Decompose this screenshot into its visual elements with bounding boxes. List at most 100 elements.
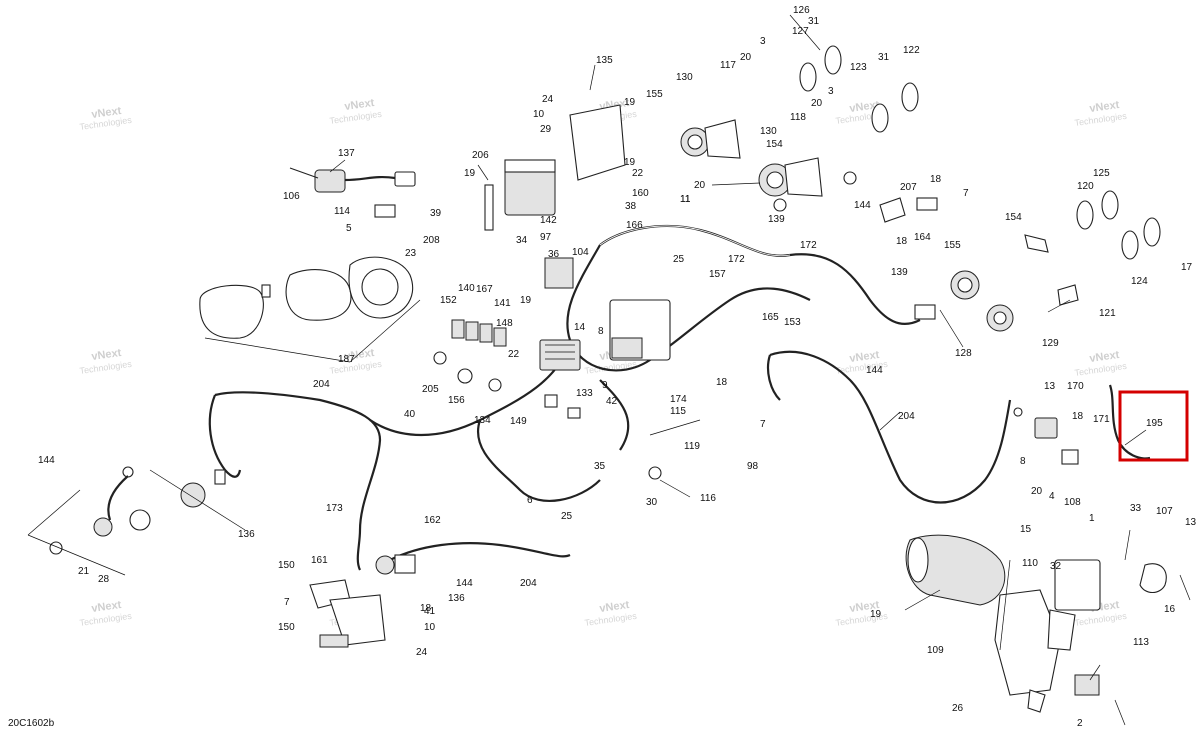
callout-150: 150 <box>278 622 295 633</box>
callout-166: 166 <box>626 220 643 231</box>
callout-140: 140 <box>458 283 475 294</box>
svg-text:vNext: vNext <box>849 349 881 365</box>
callout-115: 115 <box>670 406 686 417</box>
callout-109: 109 <box>927 645 944 656</box>
callout-114: 114 <box>334 206 350 217</box>
callout-7: 7 <box>963 188 969 199</box>
callout-137: 137 <box>338 148 355 159</box>
callout-107: 107 <box>1156 506 1173 517</box>
callout-19: 19 <box>464 168 476 179</box>
callout-31: 31 <box>808 16 820 27</box>
callout-19: 19 <box>624 97 636 108</box>
callout-171: 171 <box>1093 414 1110 425</box>
callout-19: 19 <box>624 157 636 168</box>
callout-22: 22 <box>632 168 644 179</box>
svg-text:vNext: vNext <box>344 97 376 113</box>
svg-text:vNext: vNext <box>1089 99 1121 115</box>
svg-text:Technologies: Technologies <box>79 611 133 628</box>
callout-42: 42 <box>606 396 618 407</box>
callout-142: 142 <box>540 215 557 226</box>
callout-26: 26 <box>952 703 964 714</box>
highlight-box <box>1118 390 1189 462</box>
callout-123: 123 <box>850 62 867 73</box>
callout-9: 9 <box>602 380 608 391</box>
callout-204: 204 <box>520 578 537 589</box>
callout-13: 13 <box>1185 517 1197 528</box>
callout-118: 118 <box>790 112 806 123</box>
callout-153: 153 <box>784 317 801 328</box>
callout-162: 162 <box>424 515 441 526</box>
callout-172: 172 <box>728 254 745 265</box>
callout-3: 3 <box>828 86 834 97</box>
callout-23: 23 <box>405 248 417 259</box>
callout-125: 125 <box>1093 168 1110 179</box>
callout-106: 106 <box>283 191 300 202</box>
callout-6: 6 <box>527 495 533 506</box>
callout-97: 97 <box>540 232 552 243</box>
callout-39: 39 <box>430 208 442 219</box>
svg-text:vNext: vNext <box>1089 349 1121 365</box>
callout-173: 173 <box>326 503 343 514</box>
callout-numbers: 1263112732011713015524135102919206191601… <box>38 5 1197 729</box>
callout-18: 18 <box>716 377 728 388</box>
callout-30: 30 <box>646 497 658 508</box>
callout-152: 152 <box>440 295 457 306</box>
callout-8: 8 <box>1020 456 1026 467</box>
callout-150: 150 <box>278 560 295 571</box>
callout-7: 7 <box>760 419 766 430</box>
callout-20: 20 <box>811 98 823 109</box>
callout-127: 127 <box>792 26 809 37</box>
callout-35: 35 <box>594 461 606 472</box>
callout-148: 148 <box>496 318 513 329</box>
callout-164: 164 <box>914 232 931 243</box>
callout-24: 24 <box>542 94 554 105</box>
callout-144: 144 <box>866 365 883 376</box>
callout-110: 110 <box>1022 558 1038 569</box>
callout-134: 134 <box>474 415 491 426</box>
callout-7: 7 <box>284 597 290 608</box>
callout-157: 157 <box>709 269 726 280</box>
callout-167: 167 <box>476 284 493 295</box>
callout-1: 1 <box>1089 513 1095 524</box>
callout-13: 13 <box>1044 381 1056 392</box>
svg-text:vNext: vNext <box>91 347 123 363</box>
callout-161: 161 <box>311 555 328 566</box>
svg-text:vNext: vNext <box>91 599 123 615</box>
callout-154: 154 <box>1005 212 1022 223</box>
callout-20: 20 <box>740 52 752 63</box>
callout-113: 113 <box>1133 637 1149 648</box>
callout-139: 139 <box>768 214 785 225</box>
callout-119: 119 <box>684 441 700 452</box>
callout-24: 24 <box>416 647 428 658</box>
callout-121: 121 <box>1099 308 1116 319</box>
callout-129: 129 <box>1042 338 1059 349</box>
callout-144: 144 <box>854 200 871 211</box>
callout-3: 3 <box>760 36 766 47</box>
svg-text:vNext: vNext <box>599 599 631 615</box>
callout-15: 15 <box>1020 524 1032 535</box>
callout-133: 133 <box>576 388 593 399</box>
svg-text:vNext: vNext <box>344 347 376 363</box>
callout-144: 144 <box>38 455 55 466</box>
callout-128: 128 <box>955 348 972 359</box>
callout-130: 130 <box>760 126 777 137</box>
callout-155: 155 <box>944 240 961 251</box>
svg-text:vNext: vNext <box>91 105 123 121</box>
callout-172: 172 <box>800 240 817 251</box>
callout-17: 17 <box>1181 262 1193 273</box>
callout-11: 11 <box>680 194 691 205</box>
callout-208: 208 <box>423 235 440 246</box>
callout-25: 25 <box>673 254 685 265</box>
callout-136: 136 <box>238 529 255 540</box>
callout-204: 204 <box>313 379 330 390</box>
callout-20: 20 <box>1031 486 1043 497</box>
callout-154: 154 <box>766 139 783 150</box>
callout-206: 206 <box>472 150 489 161</box>
callout-207: 207 <box>900 182 917 193</box>
svg-text:vNext: vNext <box>849 599 881 615</box>
callout-31: 31 <box>878 52 890 63</box>
callout-28: 28 <box>98 574 110 585</box>
callout-120: 120 <box>1077 181 1094 192</box>
callout-25: 25 <box>561 511 573 522</box>
